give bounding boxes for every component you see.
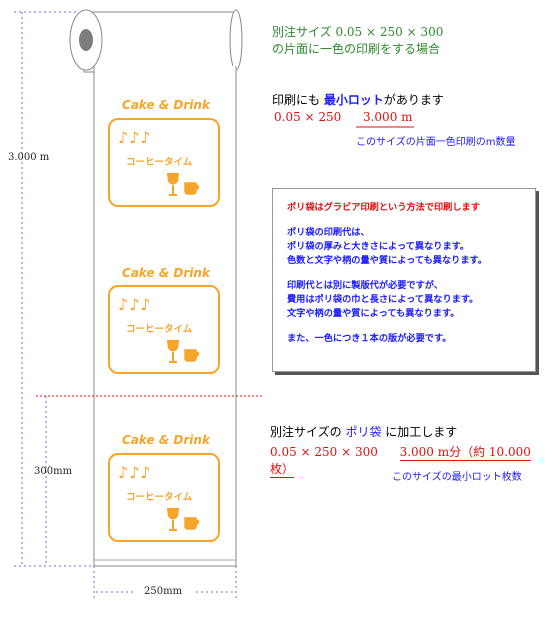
- order-amount: 3.000 m分（約 10.000 枚）: [270, 445, 531, 478]
- min-lot-values: 0.05 × 250 3.000 m: [274, 110, 413, 124]
- wine-glass-icon: [166, 173, 180, 196]
- scenario-line-2: の片面に一色の印刷をする場合: [272, 42, 441, 56]
- min-lot-spec: 0.05 × 250: [274, 110, 342, 124]
- product-name: コーヒータイム: [126, 492, 193, 503]
- coffee-cup-icon: [184, 517, 200, 530]
- brand-text-3: Cake & Drink: [122, 433, 210, 447]
- min-lot-title: 印刷にも 最小ロットがあります: [272, 91, 444, 108]
- roll-body: [83, 11, 237, 73]
- order-note: このサイズの最小ロット枚数: [392, 472, 522, 483]
- product-name: コーヒータイム: [126, 157, 193, 168]
- order-title-highlight: ポリ袋: [345, 425, 382, 439]
- min-lot-amount: 3.000 m: [362, 110, 413, 124]
- order-values: 0.05 × 250 × 300 3.000 m分（約 10.000 枚）: [270, 443, 550, 478]
- music-notes-icon: ♪♪♪: [118, 295, 152, 314]
- order-title-suffix: に加工します: [381, 425, 458, 439]
- coffee-cup-icon: [184, 182, 200, 195]
- roll-end-right: [229, 9, 243, 71]
- min-lot-title-suffix: があります: [383, 93, 444, 107]
- roll-core-hole: [79, 29, 93, 51]
- info-box-para-1: ポリ袋の印刷代は、 ポリ袋の厚みと大きさによって異なります。 色数と文字や柄の量…: [287, 227, 488, 266]
- bag-length-label: 300mm: [34, 466, 73, 477]
- music-notes-icon: ♪♪♪: [118, 463, 152, 482]
- wine-glass-icon: [166, 340, 180, 363]
- bag-width-label: 250mm: [144, 586, 183, 597]
- roll-length-label: 3.000 m: [8, 152, 50, 163]
- info-box-para-2: 印刷代とは別に製版代が必要ですが、 費用はポリ袋の巾と長さによって異なります。 …: [287, 280, 479, 319]
- min-lot-title-prefix: 印刷にも: [272, 93, 324, 107]
- printed-label-1: ♪♪♪ コーヒータイム: [108, 118, 220, 207]
- min-lot-title-highlight: 最小ロット: [323, 93, 384, 107]
- scenario-line-1: 別注サイズ 0.05 × 250 × 300: [272, 25, 444, 39]
- brand-text-1: Cake & Drink: [122, 98, 210, 112]
- brand-text-2: Cake & Drink: [122, 266, 210, 280]
- product-name: コーヒータイム: [126, 324, 193, 335]
- scenario-heading: 別注サイズ 0.05 × 250 × 300 の片面に一色の印刷をする場合: [272, 24, 443, 58]
- order-title: 別注サイズの ポリ袋 に加工します: [270, 423, 457, 440]
- music-notes-icon: ♪♪♪: [118, 128, 152, 147]
- info-box: ポリ袋はグラビア印刷という方法で印刷します ポリ袋の印刷代は、 ポリ袋の厚みと大…: [272, 188, 536, 372]
- min-lot-note: このサイズの片面一色印刷のm数量: [356, 137, 516, 148]
- order-spec: 0.05 × 250 × 300: [270, 445, 378, 459]
- info-box-title: ポリ袋はグラビア印刷という方法で印刷します: [287, 202, 480, 213]
- printed-label-2: ♪♪♪ コーヒータイム: [108, 285, 220, 374]
- wine-glass-icon: [166, 508, 180, 531]
- order-title-prefix: 別注サイズの: [270, 425, 346, 439]
- info-box-para-3: また、一色につき１本の版が必要です。: [287, 333, 452, 344]
- printed-label-3: ♪♪♪ コーヒータイム: [108, 453, 220, 542]
- coffee-cup-icon: [184, 349, 200, 362]
